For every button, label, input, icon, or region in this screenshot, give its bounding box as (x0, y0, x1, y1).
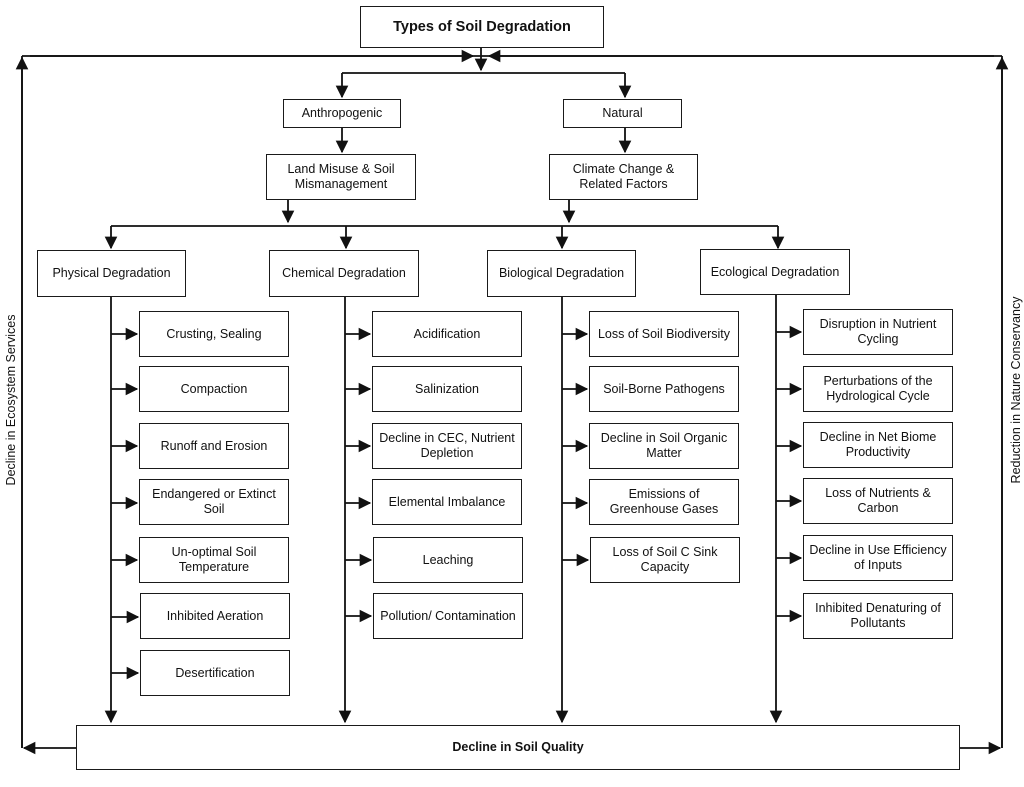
origin-anthropogenic: Anthropogenic (283, 99, 401, 128)
chemical-item: Elemental Imbalance (372, 479, 522, 525)
diagram-title: Types of Soil Degradation (360, 6, 604, 48)
ecological-item: Decline in Net Biome Productivity (803, 422, 953, 468)
biological-item: Soil-Borne Pathogens (589, 366, 739, 412)
category-biological: Biological Degradation (487, 250, 636, 297)
biological-item: Loss of Soil Biodiversity (589, 311, 739, 357)
ecological-item: Inhibited Denaturing of Pollutants (803, 593, 953, 639)
biological-item: Emissions of Greenhouse Gases (589, 479, 739, 525)
category-ecological: Ecological Degradation (700, 249, 850, 295)
chemical-item: Acidification (372, 311, 522, 357)
chemical-item: Pollution/ Contamination (373, 593, 523, 639)
physical-item: Desertification (140, 650, 290, 696)
physical-item: Compaction (139, 366, 289, 412)
right-side-label-text: Reduction in Nature Conservancy (1009, 296, 1023, 484)
ecological-item: Decline in Use Efficiency of Inputs (803, 535, 953, 581)
category-physical: Physical Degradation (37, 250, 186, 297)
physical-item: Inhibited Aeration (140, 593, 290, 639)
left-side-label-text: Decline in Ecosystem Services (4, 314, 18, 486)
ecological-item: Loss of Nutrients & Carbon (803, 478, 953, 524)
physical-item: Endangered or Extinct Soil (139, 479, 289, 525)
physical-item: Un-optimal Soil Temperature (139, 537, 289, 583)
origin-natural: Natural (563, 99, 682, 128)
chemical-item: Leaching (373, 537, 523, 583)
biological-item: Decline in Soil Organic Matter (589, 423, 739, 469)
chemical-item: Salinization (372, 366, 522, 412)
physical-item: Runoff and Erosion (139, 423, 289, 469)
driver-climate-change: Climate Change & Related Factors (549, 154, 698, 200)
biological-item: Loss of Soil C Sink Capacity (590, 537, 740, 583)
physical-item: Crusting, Sealing (139, 311, 289, 357)
driver-land-misuse: Land Misuse & Soil Mismanagement (266, 154, 416, 200)
ecological-item: Perturbations of the Hydrological Cycle (803, 366, 953, 412)
category-chemical: Chemical Degradation (269, 250, 419, 297)
ecological-item: Disruption in Nutrient Cycling (803, 309, 953, 355)
chemical-item: Decline in CEC, Nutrient Depletion (372, 423, 522, 469)
outcome-soil-quality: Decline in Soil Quality (76, 725, 960, 770)
